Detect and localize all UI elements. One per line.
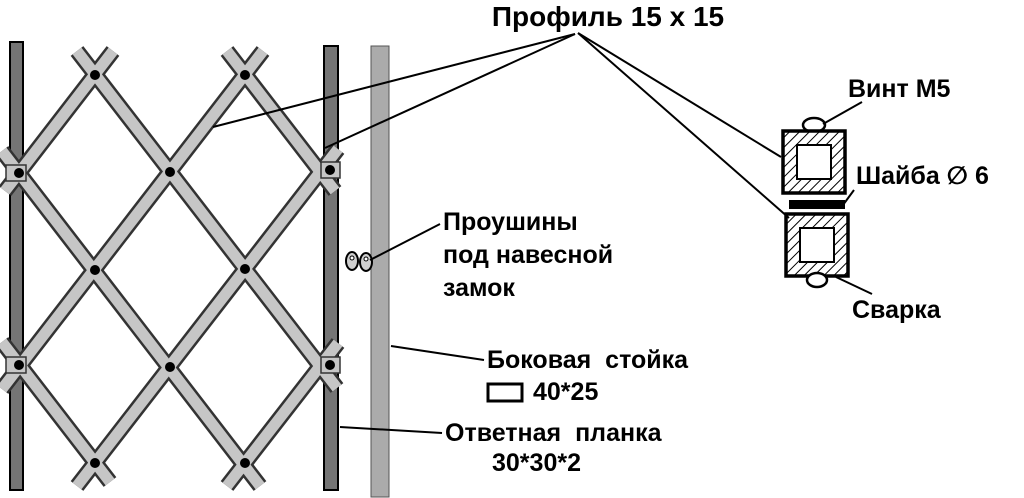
diagram-labels: Профиль 15 х 15 Проушины под навесной за…: [443, 1, 989, 477]
rivet-dot: [90, 265, 100, 275]
profile-section-bottom-hole: [799, 227, 835, 263]
leader-line-profile-to-stile: [324, 33, 576, 149]
eyelet: [359, 252, 373, 272]
lattice-bar: [0, 47, 268, 393]
side-post-size: 40*25: [533, 378, 598, 406]
rivet-dot: [240, 458, 250, 468]
rivet-dot: [240, 264, 250, 274]
eyelets-label-line2: под навесной: [443, 241, 613, 269]
strike-plate-label: Ответная планка: [445, 419, 663, 447]
weld-label: Сварка: [852, 296, 942, 324]
rivet-dot: [325, 360, 335, 370]
eyelet-hole: [349, 255, 355, 261]
washer: [789, 200, 845, 209]
lattice-bar: [72, 47, 342, 392]
leader-line-profile-to-lattice: [212, 33, 576, 128]
leader-line-eyelets: [369, 223, 441, 261]
washer-label: Шайба ∅ 6: [856, 162, 989, 190]
rivet-dot: [90, 458, 100, 468]
rivet-dot: [165, 362, 175, 372]
lattice-bar-fills: [0, 47, 343, 490]
title-profile-label: Профиль 15 х 15: [492, 1, 724, 32]
rivet-dot: [240, 70, 250, 80]
side-post-40x25: [370, 45, 390, 498]
moving-stile-strike-plate: [323, 45, 339, 491]
rivet-dot: [90, 70, 100, 80]
leader-line-weld: [835, 276, 873, 295]
leader-line-screw: [822, 101, 863, 125]
rivet-dots: [14, 70, 335, 468]
rivet-dot: [165, 167, 175, 177]
rivet-dot: [14, 168, 24, 178]
leader-line-profile-to-top-section: [577, 32, 782, 158]
padlock-eyelets: [345, 251, 373, 272]
eyelet: [345, 251, 359, 271]
leader-line-profile-to-bottom-section: [577, 32, 790, 219]
eyelets-label-line1: Проушины: [443, 208, 578, 236]
side-post-label: Боковая стойка: [487, 346, 689, 374]
eyelet-hole: [363, 256, 369, 262]
profile-joint-detail: [781, 116, 850, 289]
eyelets-label-line3: замок: [443, 274, 515, 302]
rectangle-profile-symbol: [486, 382, 524, 403]
lattice-bar: [0, 147, 265, 490]
rivet-dot: [14, 360, 24, 370]
leader-line-side-post: [390, 345, 485, 361]
lattice-bar: [72, 145, 343, 490]
leader-line-washer: [842, 189, 855, 206]
leader-line-strike-plate: [339, 426, 443, 434]
strike-plate-size: 30*30*2: [492, 449, 581, 477]
profile-section-top-hole: [796, 144, 832, 180]
leader-lines: [212, 32, 873, 434]
left-fixed-post: [9, 41, 24, 491]
rivet-dot: [325, 165, 335, 175]
weld-nut: [805, 271, 829, 289]
screw-label: Винт М5: [848, 75, 951, 103]
